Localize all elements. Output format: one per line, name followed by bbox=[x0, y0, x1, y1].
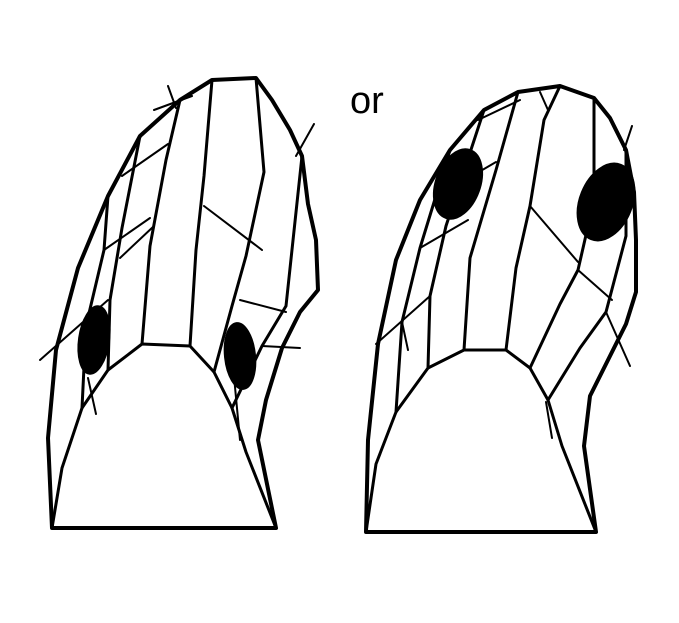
left-tooth-spot-1 bbox=[77, 305, 111, 375]
left-tooth-ridge-lines bbox=[80, 76, 304, 410]
left-tooth-cross-lines bbox=[39, 85, 315, 441]
left-tooth-spot-2 bbox=[223, 322, 257, 390]
right-tooth-base bbox=[364, 348, 598, 534]
right-tooth bbox=[364, 84, 638, 534]
connector-or-label: or bbox=[350, 80, 384, 122]
right-tooth-spot-2 bbox=[576, 162, 636, 242]
right-tooth-spot-1 bbox=[432, 148, 484, 220]
left-tooth bbox=[39, 76, 320, 530]
left-tooth-outline bbox=[46, 76, 320, 530]
